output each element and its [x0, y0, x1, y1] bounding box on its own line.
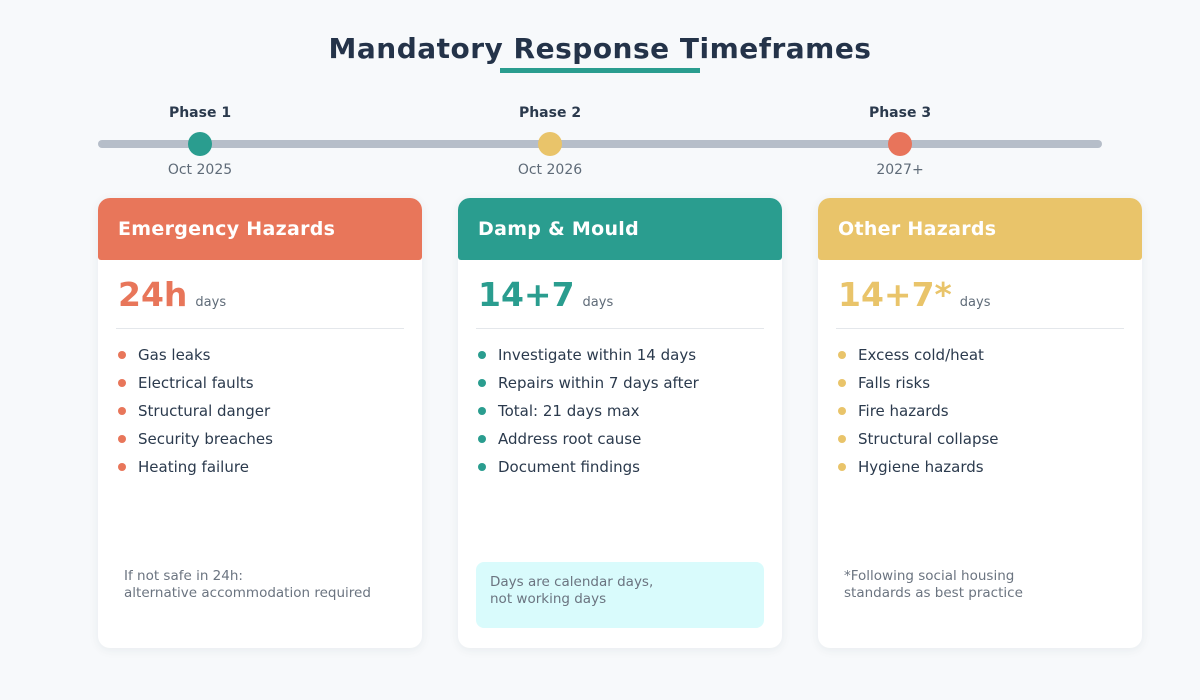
phase-3-dot-icon — [888, 132, 912, 156]
phase-2-dot-icon — [538, 132, 562, 156]
timeframe-value: 24h — [118, 275, 188, 314]
list-item: Heating failure — [118, 453, 422, 481]
list-item-label: Repairs within 7 days after — [498, 374, 699, 392]
divider — [476, 328, 764, 329]
footnote-line: not working days — [490, 591, 607, 607]
bullet-dot-icon — [478, 463, 486, 471]
title-underline — [500, 68, 700, 73]
page-title: Mandatory Response Timeframes — [328, 32, 872, 65]
timeframe-row: 14+7* days — [838, 276, 1122, 314]
timeframe-unit: days — [959, 295, 991, 310]
list-item: Hygiene hazards — [838, 453, 1142, 481]
divider — [836, 328, 1124, 329]
bullet-dot-icon — [118, 351, 126, 359]
footnote-line: If not safe in 24h: — [124, 568, 243, 584]
list-item-label: Falls risks — [858, 374, 931, 392]
list-item-label: Structural collapse — [858, 430, 999, 448]
hazard-list: Gas leaks Electrical faults Structural d… — [118, 341, 422, 481]
card-header: Emergency Hazards — [98, 198, 422, 260]
bullet-dot-icon — [478, 351, 486, 359]
card-header: Damp & Mould — [458, 198, 782, 260]
phase-2-date: Oct 2026 — [517, 162, 583, 178]
list-item: Structural collapse — [838, 425, 1142, 453]
hazard-list: Excess cold/heat Falls risks Fire hazard… — [838, 341, 1142, 481]
timeframe-unit: days — [195, 295, 227, 310]
list-item: Address root cause — [478, 425, 782, 453]
info-note-box: Days are calendar days, not working days — [476, 562, 764, 628]
timeframe-row: 24h days — [118, 276, 402, 314]
list-item-label: Address root cause — [498, 430, 642, 448]
bullet-dot-icon — [118, 407, 126, 415]
divider — [116, 328, 404, 329]
bullet-dot-icon — [478, 379, 486, 387]
footnote: *Following social housing standards as b… — [844, 568, 1122, 602]
timeframe-value: 14+7 — [478, 275, 575, 314]
list-item: Fire hazards — [838, 397, 1142, 425]
bullet-dot-icon — [478, 407, 486, 415]
timeframe-unit: days — [582, 295, 614, 310]
phase-1-date: Oct 2025 — [167, 162, 233, 178]
bullet-dot-icon — [838, 463, 846, 471]
bullet-dot-icon — [838, 379, 846, 387]
phase-3-date: 2027+ — [876, 162, 924, 178]
list-item-label: Document findings — [498, 458, 640, 476]
phase-2-label: Phase 2 — [518, 105, 582, 121]
card-other-hazards: Other Hazards 14+7* days Excess cold/hea… — [818, 198, 1142, 648]
phase-1-dot-icon — [188, 132, 212, 156]
list-item: Investigate within 14 days — [478, 341, 782, 369]
list-item: Security breaches — [118, 425, 422, 453]
list-item: Total: 21 days max — [478, 397, 782, 425]
footnote-line: standards as best practice — [844, 585, 1023, 601]
footnote-line: *Following social housing — [844, 568, 1015, 584]
list-item: Excess cold/heat — [838, 341, 1142, 369]
list-item: Document findings — [478, 453, 782, 481]
list-item-label: Total: 21 days max — [498, 402, 640, 420]
bullet-dot-icon — [118, 435, 126, 443]
list-item: Structural danger — [118, 397, 422, 425]
bullet-dot-icon — [838, 435, 846, 443]
footnote: If not safe in 24h: alternative accommod… — [124, 568, 402, 602]
bullet-dot-icon — [478, 435, 486, 443]
list-item: Falls risks — [838, 369, 1142, 397]
list-item: Gas leaks — [118, 341, 422, 369]
list-item-label: Hygiene hazards — [858, 458, 984, 476]
card-emergency-hazards: Emergency Hazards 24h days Gas leaks Ele… — [98, 198, 422, 648]
list-item-label: Security breaches — [138, 430, 273, 448]
list-item-label: Gas leaks — [138, 346, 211, 364]
list-item: Repairs within 7 days after — [478, 369, 782, 397]
bullet-dot-icon — [838, 351, 846, 359]
timeframe-value: 14+7* — [838, 275, 952, 314]
phase-1-label: Phase 1 — [168, 105, 232, 121]
hazard-list: Investigate within 14 days Repairs withi… — [478, 341, 782, 481]
footnote-line: alternative accommodation required — [124, 585, 371, 601]
bullet-dot-icon — [118, 463, 126, 471]
timeline-bar — [98, 140, 1102, 148]
phase-3-label: Phase 3 — [868, 105, 932, 121]
list-item: Electrical faults — [118, 369, 422, 397]
card-header: Other Hazards — [818, 198, 1142, 260]
card-damp-and-mould: Damp & Mould 14+7 days Investigate withi… — [458, 198, 782, 648]
list-item-label: Fire hazards — [858, 402, 949, 420]
bullet-dot-icon — [118, 379, 126, 387]
list-item-label: Investigate within 14 days — [498, 346, 697, 364]
timeframe-row: 14+7 days — [478, 276, 762, 314]
list-item-label: Electrical faults — [138, 374, 254, 392]
footnote-line: Days are calendar days, — [490, 574, 654, 590]
list-item-label: Heating failure — [138, 458, 249, 476]
list-item-label: Excess cold/heat — [858, 346, 984, 364]
list-item-label: Structural danger — [138, 402, 271, 420]
bullet-dot-icon — [838, 407, 846, 415]
